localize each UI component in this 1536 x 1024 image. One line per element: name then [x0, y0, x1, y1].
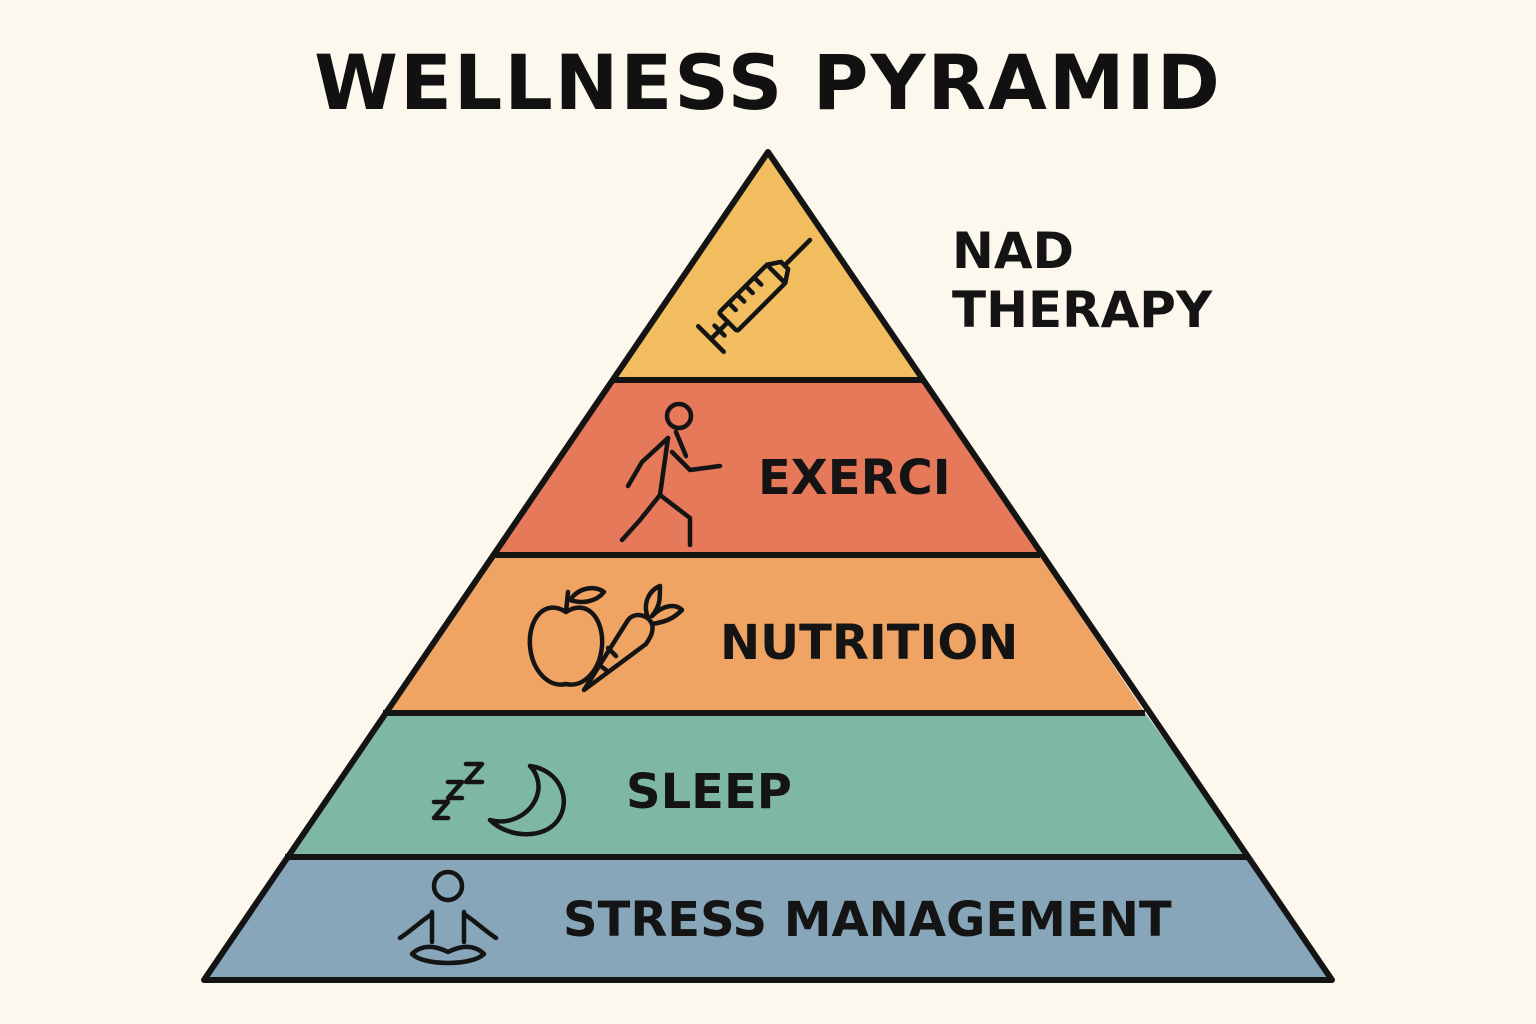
label-nad: NAD: [952, 222, 1074, 280]
label-stress-management: STRESS MANAGEMENT: [563, 892, 1172, 948]
level-exercise: [493, 380, 1040, 555]
pyramid-outline: [201, 149, 1335, 983]
syringe-icon: [696, 237, 813, 354]
level-stress-management: [204, 857, 1332, 980]
label-sleep: SLEEP: [626, 764, 792, 820]
label-therapy: THERAPY: [952, 281, 1213, 339]
meditation-icon: [397, 869, 499, 966]
page-title: WELLNESS PYRAMID: [314, 38, 1222, 127]
walking-person-icon: [619, 401, 723, 548]
label-nutrition: NUTRITION: [720, 615, 1018, 671]
apple-carrot-icon: [527, 583, 685, 693]
level-sleep: [285, 713, 1250, 857]
moon-sleep-icon: [431, 761, 567, 837]
label-exercise: EXERCI: [758, 450, 951, 506]
